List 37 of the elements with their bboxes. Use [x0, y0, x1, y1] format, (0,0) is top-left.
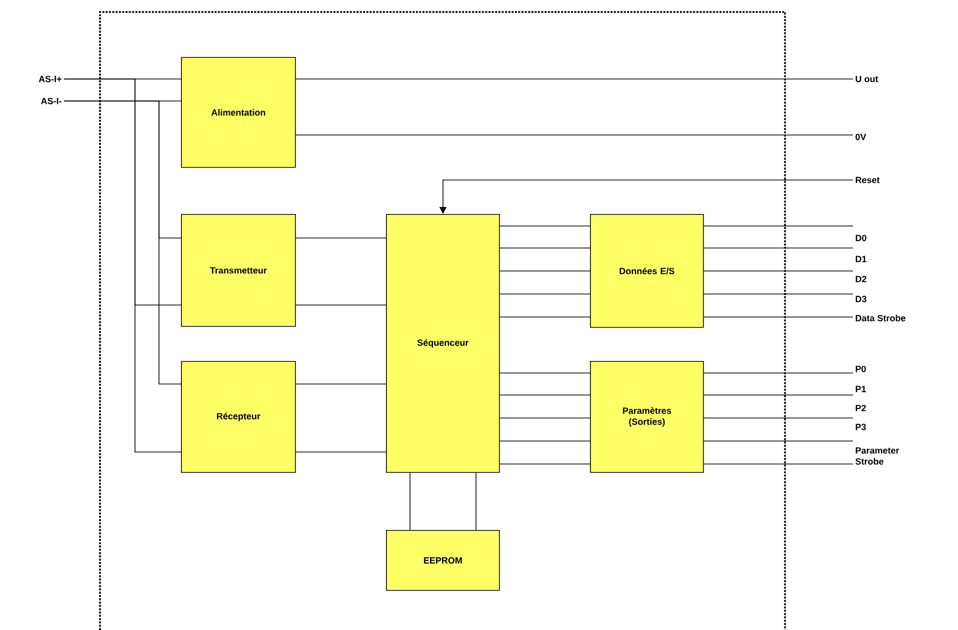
block-box: Données E/S: [590, 214, 704, 328]
signal-label: Data Strobe: [856, 314, 906, 322]
connector-line: [64, 78, 182, 452]
signal-label: D1: [856, 256, 866, 262]
connector-line: [64, 100, 182, 384]
signal-label: U out: [856, 76, 878, 82]
connector-line: [703, 316, 854, 318]
signal-label: D0: [856, 234, 866, 242]
signal-label: P3: [856, 424, 866, 430]
connector-line: [295, 134, 854, 136]
signal-label: P2: [856, 404, 866, 412]
signal-label: P1: [856, 386, 866, 392]
connector-line: [703, 270, 854, 272]
block-box: Alimentation: [181, 57, 296, 168]
block-box: Paramètres (Sorties): [590, 361, 704, 473]
connector-line: [295, 304, 386, 306]
signal-label: Parameter Strobe: [855, 447, 900, 465]
signal-label: AS-I-: [41, 98, 62, 104]
signal-label: P0: [856, 366, 866, 372]
block-box: EEPROM: [386, 530, 500, 591]
block-box: Récepteur: [181, 361, 296, 473]
signal-label: 0V: [856, 134, 866, 140]
signal-label: D2: [856, 276, 866, 282]
connector-line: [703, 372, 854, 374]
connector-line: [499, 316, 590, 318]
connector-line: [295, 78, 854, 80]
connector-line: [499, 440, 590, 442]
signal-label: D3: [856, 296, 866, 302]
signal-label: AS-I+: [38, 76, 62, 82]
signal-label: Reset: [856, 176, 880, 184]
block-box: Transmetteur: [181, 214, 296, 327]
connector-line: [499, 394, 590, 396]
connector-line: [499, 270, 590, 272]
connector-line: [703, 394, 854, 396]
connector-line: [703, 440, 854, 442]
block-box: Séquenceur: [386, 214, 500, 473]
connector-line: [499, 372, 590, 374]
